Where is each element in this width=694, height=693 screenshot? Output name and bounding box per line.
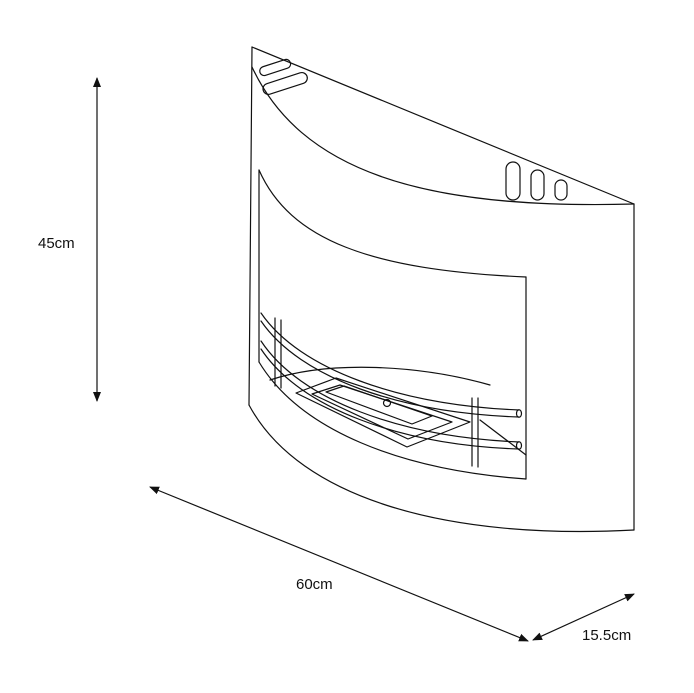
vent-slot-right-2 (530, 169, 545, 201)
vent-slot-left-1 (259, 58, 292, 77)
tray-slot (325, 385, 433, 425)
rail-upper-end (515, 409, 523, 418)
body-top-curve (251, 66, 635, 206)
depth-arrow (532, 593, 635, 641)
rail-post-left (274, 317, 282, 389)
width-arrow (149, 486, 529, 642)
rail-upper-bottom (260, 320, 520, 418)
tray-knob (382, 398, 392, 408)
tray-outer (295, 377, 471, 448)
opening-bottom-curve (258, 361, 527, 480)
rail-lower-top (260, 340, 520, 443)
opening-back-floor (269, 366, 491, 386)
rail-lower-bottom (260, 348, 520, 450)
rail-post-right (471, 397, 479, 468)
height-label: 45cm (38, 235, 75, 252)
body-top-edge (251, 46, 635, 205)
body-bottom-curve (248, 404, 635, 533)
burner-tray (295, 377, 471, 448)
guard-rail (260, 312, 523, 468)
top-vents (259, 58, 568, 201)
vent-slot-right-1 (505, 161, 521, 201)
body-left-edge (248, 46, 253, 406)
rail-upper-top (260, 312, 520, 411)
fireplace-body (248, 46, 635, 533)
width-label: 60cm (296, 576, 333, 593)
vent-slot-left-2 (262, 71, 308, 95)
opening-top-curve (258, 169, 527, 278)
rail-lower-end (515, 441, 523, 450)
firebox-opening (258, 169, 527, 480)
tray-inner (311, 384, 453, 440)
depth-label: 15.5cm (582, 627, 632, 644)
vent-slot-right-3 (554, 179, 568, 201)
